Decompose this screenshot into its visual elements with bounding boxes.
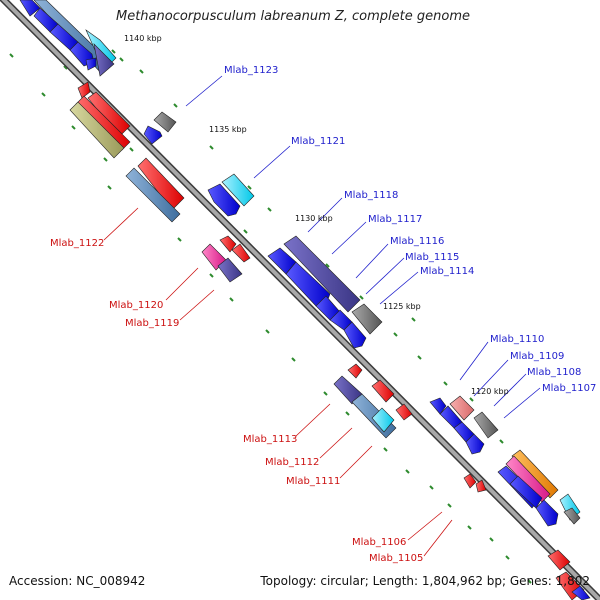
gene-label: Mlab_1111 (286, 476, 340, 487)
gene-label: Mlab_1121 (291, 136, 345, 147)
accession-text: Accession: NC_008942 (9, 574, 146, 588)
gene-labels-bottom: Mlab_1122 Mlab_1120 Mlab_1119 Mlab_1113 … (50, 238, 423, 564)
gene-label: Mlab_1120 (109, 300, 163, 311)
scale-labels: 1140 kbp 1135 kbp 1130 kbp 1125 kbp 1120… (124, 34, 509, 396)
scale-label-1130: 1130 kbp (295, 214, 333, 223)
gene-label: Mlab_1117 (368, 214, 422, 225)
gene-mlab-1123 (143, 111, 177, 145)
gene-label: Mlab_1109 (510, 351, 564, 362)
gene-label: Mlab_1105 (369, 553, 423, 564)
gene-cluster-1106 (463, 449, 591, 600)
gene-label: Mlab_1116 (390, 236, 444, 247)
gene-label: Mlab_1110 (490, 334, 544, 345)
gene-label: Mlab_1112 (265, 457, 319, 468)
gene-label: Mlab_1119 (125, 318, 179, 329)
scale-label-1120: 1120 kbp (471, 387, 509, 396)
gene-label: Mlab_1122 (50, 238, 104, 249)
gene-label: Mlab_1113 (243, 434, 297, 445)
gene-cluster-1140 (19, 0, 117, 77)
gene-label: Mlab_1123 (224, 65, 278, 76)
gene-label: Mlab_1107 (542, 383, 596, 394)
scale-ticks-lower (107, 57, 532, 584)
label-leaders-bottom (103, 207, 453, 557)
gene-labels-top: Mlab_1123 Mlab_1121 Mlab_1118 Mlab_1117 … (224, 65, 596, 394)
gene-cluster-1120 (201, 235, 251, 283)
gene-cluster-1113 (333, 363, 413, 439)
gene-label: Mlab_1115 (405, 252, 459, 263)
topology-text: Topology: circular; Length: 1,804,962 bp… (260, 574, 590, 588)
gene-mlab-1121 (207, 173, 255, 217)
gene-label: Mlab_1108 (527, 367, 581, 378)
gene-cluster-1110 (429, 395, 499, 455)
gene-label: Mlab_1114 (420, 266, 474, 277)
scale-label-1135: 1135 kbp (209, 125, 247, 134)
gene-cluster-1118 (267, 235, 383, 349)
gene-label: Mlab_1118 (344, 190, 398, 201)
label-leaders-top (185, 75, 541, 419)
scale-label-1125: 1125 kbp (383, 302, 421, 311)
gene-label: Mlab_1106 (352, 537, 406, 548)
scale-label-1140: 1140 kbp (124, 34, 162, 43)
map-title: Methanocorpusculum labreanum Z, complete… (116, 9, 470, 24)
gene-cluster-1122 (69, 81, 185, 223)
